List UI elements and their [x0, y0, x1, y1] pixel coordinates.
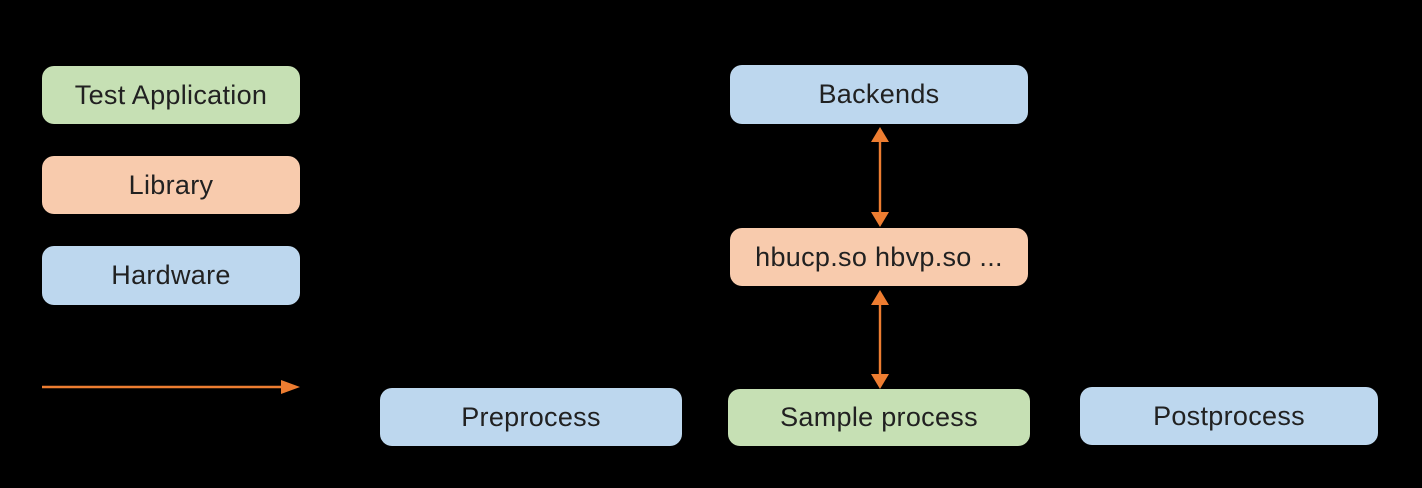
bidirectional-arrow-plugins-sample-icon — [871, 290, 889, 389]
legend-box-test-application: Test Application — [42, 66, 300, 124]
legend-box-hardware: Hardware — [42, 246, 300, 305]
node-plugins: hbucp.so hbvp.so ... — [730, 228, 1028, 286]
node-preprocess: Preprocess — [380, 388, 682, 446]
node-postprocess: Postprocess — [1080, 387, 1378, 445]
node-label-sample-process: Sample process — [780, 402, 978, 432]
legend-box-library: Library — [42, 156, 300, 214]
legend-label-hardware: Hardware — [111, 260, 231, 290]
legend-label-test-application: Test Application — [74, 79, 268, 110]
node-label-postprocess: Postprocess — [1153, 400, 1305, 431]
bidirectional-arrow-backends-plugins-icon — [871, 127, 889, 227]
node-label-preprocess: Preprocess — [461, 401, 601, 432]
node-label-plugins: hbucp.so hbvp.so ... — [755, 241, 1003, 272]
node-sample-process: Sample process — [728, 389, 1030, 446]
node-label-backends: Backends — [818, 79, 940, 109]
node-backends: Backends — [730, 65, 1028, 124]
flow-direction-arrow-icon — [42, 380, 300, 394]
legend-label-library: Library — [128, 169, 214, 200]
